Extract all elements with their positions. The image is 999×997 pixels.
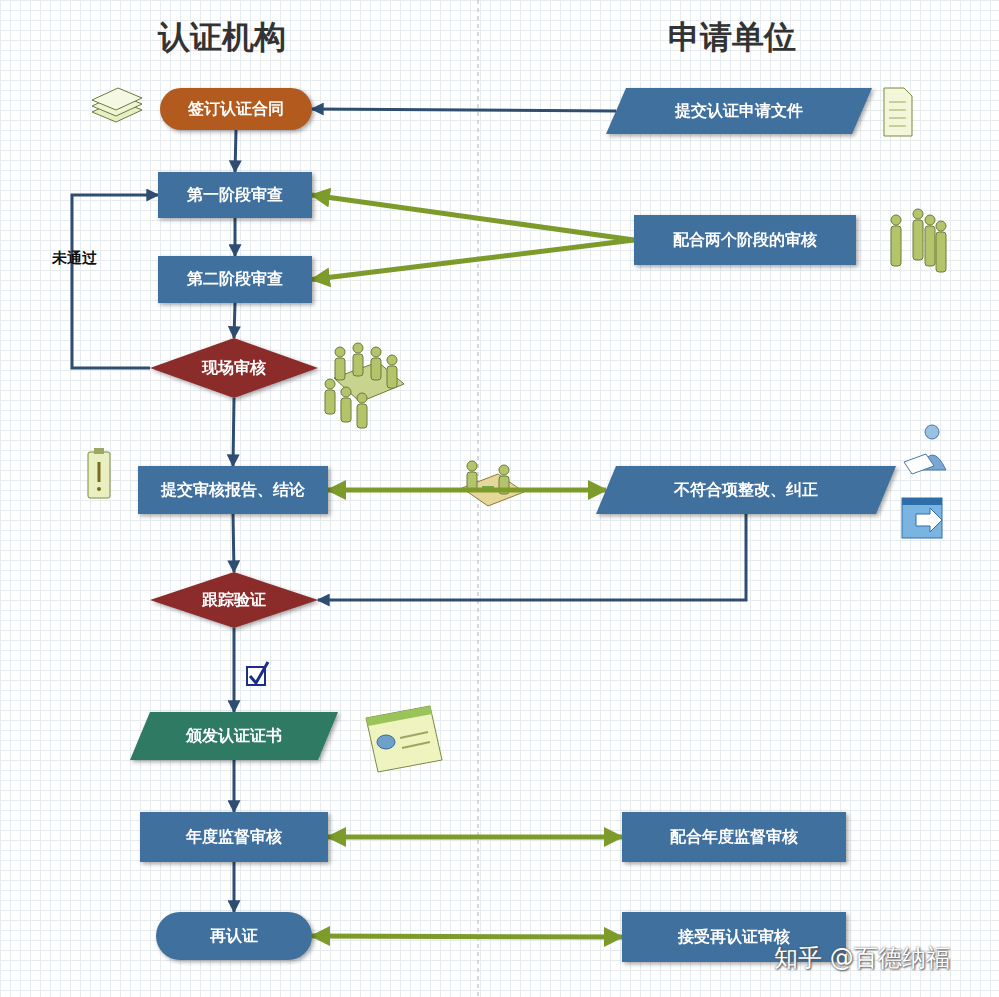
edge-label: 未通过 — [52, 248, 97, 267]
certificate-icon — [366, 706, 442, 772]
io-parallelogram: 颁发认证证书 — [130, 712, 338, 760]
watermark: 知乎 @百德纳福 — [774, 942, 950, 974]
process-box: 提交审核报告、结论 — [138, 466, 328, 514]
io-parallelogram: 不符合项整改、纠正 — [596, 466, 896, 514]
document-icon — [884, 88, 912, 136]
node-shape — [596, 466, 896, 514]
person-desk-icon — [904, 425, 946, 474]
node-text: 接受再认证审核 — [678, 927, 790, 948]
node-shape — [150, 338, 318, 398]
io-parallelogram: 提交认证申请文件 — [606, 88, 872, 134]
column-header: 认证机构 — [158, 16, 286, 60]
paper-stack-icon — [92, 88, 142, 122]
flow-arrow — [312, 109, 616, 111]
flow-arrow — [233, 514, 234, 572]
node-text: 签订认证合同 — [188, 99, 284, 120]
interaction-arrow — [328, 488, 606, 493]
node-text: 提交审核报告、结论 — [161, 480, 305, 501]
export-arrow-icon — [902, 498, 942, 538]
interaction-arrow — [312, 195, 634, 240]
column-header: 申请单位 — [668, 16, 796, 60]
node-text: 年度监督审核 — [186, 827, 282, 848]
process-box: 年度监督审核 — [140, 812, 328, 862]
flow-arrow — [318, 514, 746, 600]
flow-arrow — [235, 130, 236, 172]
node-text: 跟踪验证 — [202, 590, 266, 611]
process-box: 第二阶段审查 — [158, 256, 312, 303]
flow-arrow — [234, 303, 235, 338]
handshake-icon — [462, 461, 524, 506]
node-shape — [150, 572, 318, 628]
flow-arrow — [233, 398, 234, 466]
node-text: 第二阶段审查 — [187, 269, 283, 290]
node-text: 配合年度监督审核 — [670, 827, 798, 848]
process-box: 配合两个阶段的审核 — [634, 215, 856, 265]
clipboard-icon — [88, 448, 110, 498]
process-box: 配合年度监督审核 — [622, 812, 846, 862]
terminal-pill: 再认证 — [156, 912, 312, 960]
flow-arrow — [233, 862, 236, 912]
process-box: 第一阶段审查 — [158, 172, 312, 218]
interaction-arrow — [312, 240, 634, 280]
node-text: 不符合项整改、纠正 — [674, 480, 818, 501]
checkbox-icon — [247, 662, 268, 685]
node-text: 颁发认证证书 — [186, 726, 282, 747]
interaction-arrow — [312, 936, 622, 937]
node-text: 配合两个阶段的审核 — [673, 230, 817, 251]
node-text: 现场审核 — [202, 358, 266, 379]
terminal-pill: 签订认证合同 — [160, 88, 312, 130]
people-group-icon — [891, 209, 946, 272]
flow-arrow — [72, 195, 158, 368]
node-text: 第一阶段审查 — [187, 185, 283, 206]
decision-diamond: 跟踪验证 — [150, 572, 318, 628]
flow-arrow — [233, 760, 236, 812]
flow-arrow — [233, 628, 236, 712]
interaction-arrow — [328, 835, 622, 840]
node-text: 再认证 — [210, 926, 258, 947]
decision-diamond: 现场审核 — [150, 338, 318, 398]
node-text: 提交认证申请文件 — [675, 101, 803, 122]
node-shape — [130, 712, 338, 760]
flow-arrow — [234, 218, 237, 256]
meeting-icon — [325, 343, 404, 428]
node-shape — [606, 88, 872, 134]
